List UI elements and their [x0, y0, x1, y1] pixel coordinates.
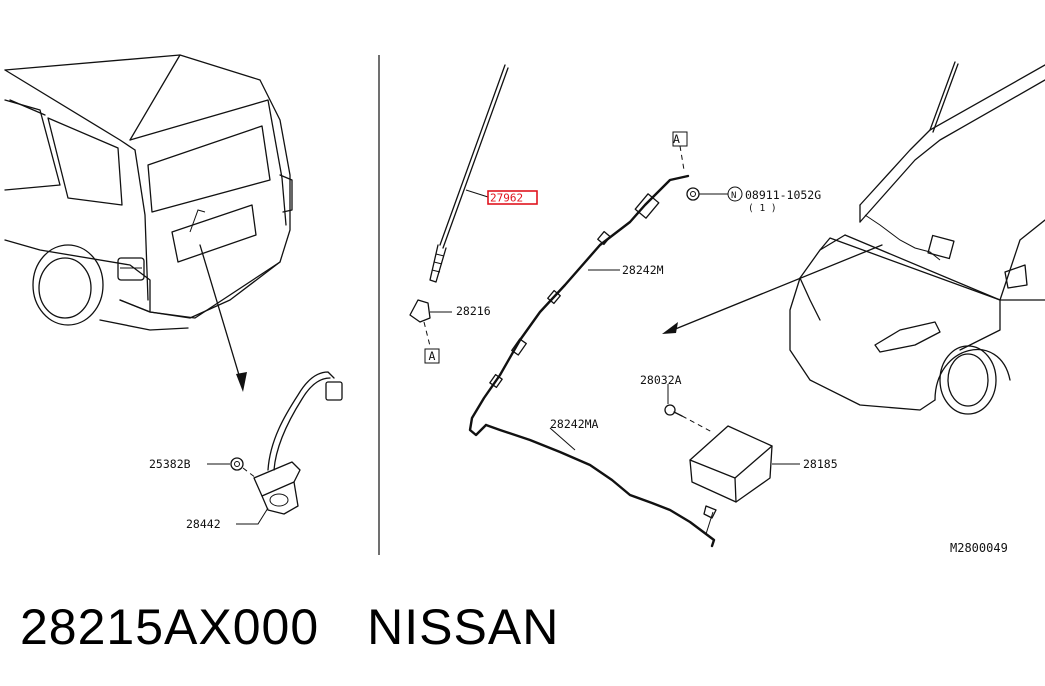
- brand-name: NISSAN: [367, 599, 560, 655]
- drawing-id: M2800049: [950, 541, 1008, 555]
- callout-28242MA: 28242MA: [550, 417, 599, 431]
- callout-28032A: 28032A: [640, 373, 682, 387]
- car-front-illustration: [662, 61, 1045, 415]
- nut-symbol: N: [731, 191, 736, 201]
- amp-module-28185: [689, 425, 800, 503]
- callout-28242M: 28242M: [622, 263, 664, 277]
- antenna-rod-highlight: [487, 190, 538, 205]
- ref-a-bottom: A: [429, 349, 436, 363]
- nut-quantity: ( 1 ): [748, 203, 777, 214]
- antenna-base: [409, 299, 452, 347]
- rear-camera-assembly: [207, 371, 343, 525]
- ref-a-top: A: [673, 132, 680, 146]
- screw-28032A: [664, 384, 713, 433]
- callout-28185: 28185: [803, 457, 838, 471]
- callout-27962: 27962: [490, 192, 523, 205]
- antenna-rod: [429, 64, 509, 283]
- callout-28216: 28216: [456, 304, 491, 318]
- part-caption: 28215AX000 NISSAN: [20, 598, 607, 656]
- nut-08911: [686, 186, 743, 202]
- callout-08911-1052G: 08911-1052G: [745, 188, 821, 202]
- callout-28442: 28442: [186, 517, 221, 531]
- feeder-cable-28242M: [468, 131, 690, 437]
- feeder-cable-28242MA: [484, 423, 717, 548]
- callout-25382B: 25382B: [149, 457, 191, 471]
- van-rear-illustration: [4, 54, 293, 392]
- part-number: 28215AX000: [20, 599, 320, 655]
